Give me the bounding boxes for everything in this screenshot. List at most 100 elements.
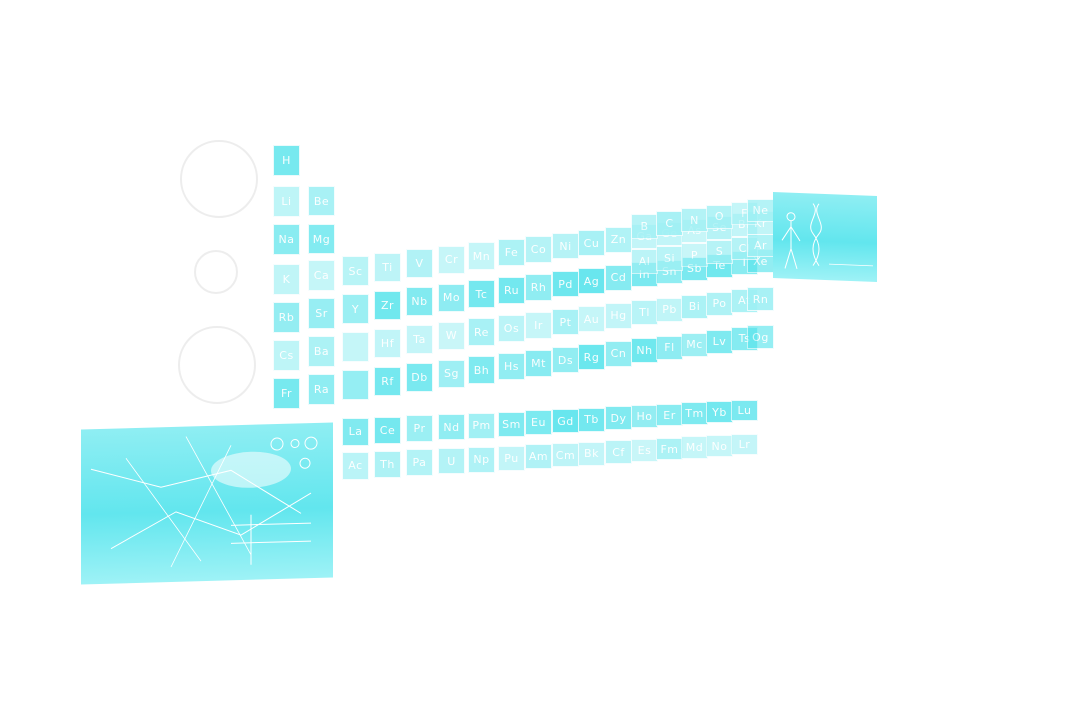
element-tile-ag: Ag: [578, 268, 605, 294]
element-tile-c: C: [656, 211, 683, 236]
element-tile-rg: Rg: [578, 344, 605, 370]
element-tile-po: Po: [706, 292, 733, 316]
element-tile-hs: Hs: [498, 353, 525, 380]
element-tile-k: K: [273, 264, 300, 295]
element-tile-blank: [342, 332, 369, 362]
element-tile-cr: Cr: [438, 246, 465, 274]
element-tile-mn: Mn: [468, 242, 495, 270]
element-tile-hg: Hg: [605, 303, 632, 329]
element-tile-cm: Cm: [552, 443, 579, 467]
element-tile-sc: Sc: [342, 256, 369, 286]
element-tile-pa: Pa: [406, 449, 433, 476]
element-tile-zn: Zn: [605, 227, 632, 253]
element-tile-pt: Pt: [552, 309, 579, 335]
human-dna-panel: [773, 192, 877, 282]
element-tile-nh: Nh: [631, 338, 658, 363]
element-tile-np: Np: [468, 447, 495, 473]
element-tile-bh: Bh: [468, 356, 495, 384]
element-tile-s: S: [706, 240, 733, 264]
element-tile-ir: Ir: [525, 312, 552, 339]
element-tile-lr: Lr: [731, 434, 758, 455]
element-tile-ra: Ra: [308, 374, 335, 404]
element-tile-be: Be: [308, 186, 335, 216]
element-tile-mt: Mt: [525, 350, 552, 377]
element-tile-p: P: [681, 243, 708, 267]
element-tile-pm: Pm: [468, 413, 495, 439]
element-tile-sm: Sm: [498, 412, 525, 437]
element-tile-es: Es: [631, 439, 658, 462]
molecule-network-graphic: [81, 422, 333, 584]
element-tile-rn: Rn: [747, 287, 774, 310]
element-tile-pb: Pb: [656, 298, 683, 323]
element-tile-mc: Mc: [681, 333, 708, 357]
molecule-diagram-panel: [81, 422, 333, 584]
element-tile-ta: Ta: [406, 325, 433, 354]
element-tile-rf: Rf: [374, 367, 401, 396]
element-tile-dy: Dy: [605, 406, 632, 430]
element-tile-bk: Bk: [578, 442, 605, 466]
faint-ring-top: [180, 140, 258, 218]
element-tile-blank: [342, 370, 369, 400]
element-tile-cu: Cu: [578, 230, 605, 256]
element-tile-yb: Yb: [706, 401, 733, 423]
element-tile-na: Na: [273, 224, 300, 255]
element-tile-rh: Rh: [525, 274, 552, 301]
element-tile-ce: Ce: [374, 417, 401, 444]
element-tile-bi: Bi: [681, 295, 708, 319]
element-tile-fr: Fr: [273, 378, 300, 409]
element-tile-no: No: [706, 435, 733, 457]
element-tile-y: Y: [342, 294, 369, 324]
element-tile-cs: Cs: [273, 340, 300, 371]
element-tile-ho: Ho: [631, 405, 658, 428]
element-tile-er: Er: [656, 404, 683, 427]
element-tile-ne: Ne: [747, 199, 774, 222]
element-tile-li: Li: [273, 186, 300, 217]
element-tile-fl: Fl: [656, 336, 683, 361]
element-tile-h: H: [273, 145, 300, 176]
element-tile-o: O: [706, 205, 733, 229]
element-tile-fe: Fe: [498, 239, 525, 266]
element-tile-fm: Fm: [656, 438, 683, 461]
element-tile-mg: Mg: [308, 224, 335, 254]
element-tile-og: Og: [747, 325, 774, 348]
element-tile-n: N: [681, 208, 708, 232]
element-tile-rb: Rb: [273, 302, 300, 333]
element-tile-th: Th: [374, 451, 401, 478]
element-tile-al: Al: [631, 249, 658, 274]
element-tile-cn: Cn: [605, 341, 632, 367]
element-tile-os: Os: [498, 315, 525, 342]
element-tile-tc: Tc: [468, 280, 495, 308]
element-tile-gd: Gd: [552, 409, 579, 433]
faint-ring-bottom: [178, 326, 256, 404]
element-tile-au: Au: [578, 306, 605, 332]
element-tile-sg: Sg: [438, 360, 465, 388]
element-tile-nb: Nb: [406, 287, 433, 316]
element-tile-cf: Cf: [605, 440, 632, 464]
element-tile-ti: Ti: [374, 253, 401, 282]
element-tile-lv: Lv: [706, 330, 733, 354]
element-tile-re: Re: [468, 318, 495, 346]
element-tile-am: Am: [525, 444, 552, 469]
element-tile-cd: Cd: [605, 265, 632, 291]
element-tile-tb: Tb: [578, 408, 605, 432]
element-tile-pu: Pu: [498, 446, 525, 471]
element-tile-la: La: [342, 418, 369, 446]
element-tile-nd: Nd: [438, 414, 465, 440]
element-tile-ru: Ru: [498, 277, 525, 304]
element-tile-ca: Ca: [308, 260, 335, 290]
element-tile-zr: Zr: [374, 291, 401, 320]
element-tile-tm: Tm: [681, 402, 708, 424]
element-tile-b: B: [631, 214, 658, 239]
element-tile-ar: Ar: [747, 234, 774, 257]
human-figure-graphic: [773, 192, 877, 282]
element-tile-ac: Ac: [342, 452, 369, 480]
element-tile-hf: Hf: [374, 329, 401, 358]
element-tile-ni: Ni: [552, 233, 579, 259]
element-tile-mo: Mo: [438, 284, 465, 312]
element-tile-u: U: [438, 448, 465, 474]
element-tile-co: Co: [525, 236, 552, 263]
element-tile-si: Si: [656, 246, 683, 271]
faint-ring-middle: [194, 250, 238, 294]
element-tile-eu: Eu: [525, 410, 552, 435]
